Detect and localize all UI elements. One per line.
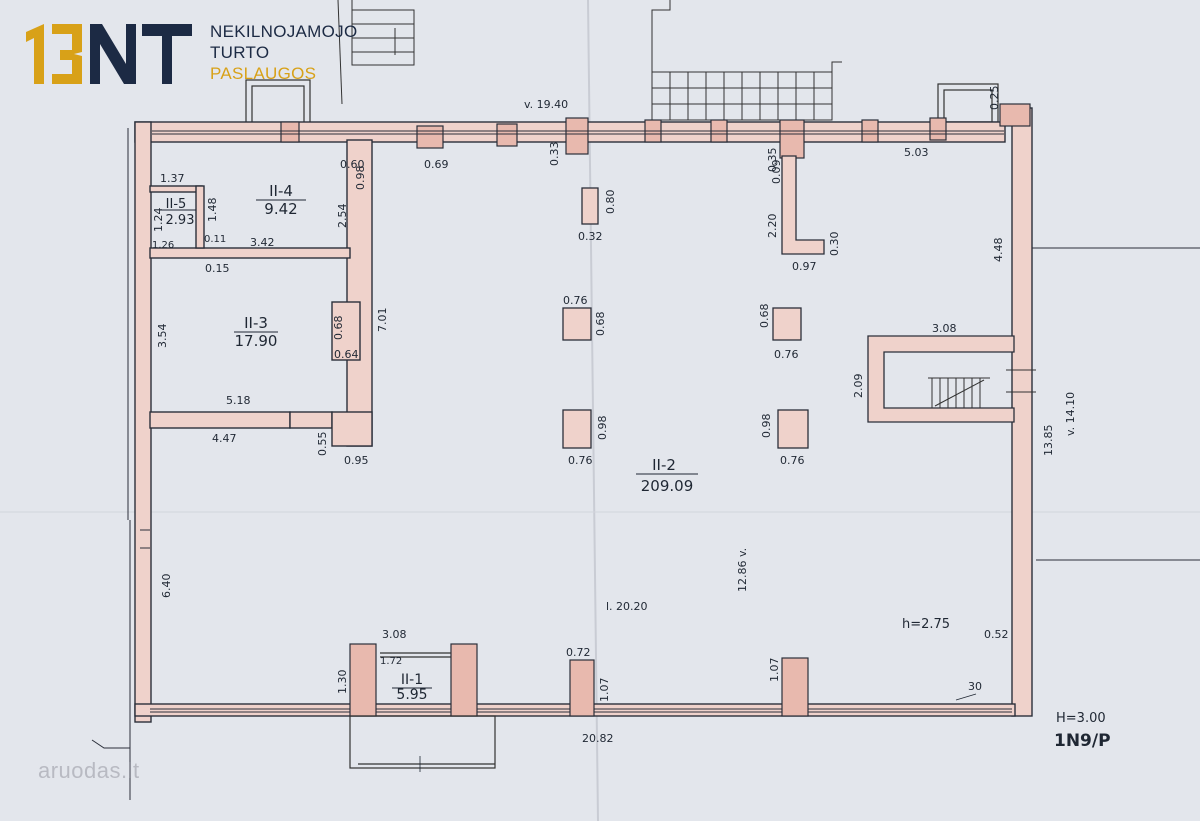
dim-25: 0.68 (758, 304, 771, 329)
dim-43: 12.86 v. (736, 548, 749, 592)
dim-27: 3.54 (156, 324, 169, 349)
dim-1: 0.69 (424, 158, 449, 171)
room-ii1-id: II-1 (401, 672, 423, 688)
dim-9: 1.24 (152, 208, 165, 233)
dim-39: 0.98 (760, 414, 773, 439)
dim-20: 0.30 (828, 232, 841, 257)
dim-44: l. 20.20 (606, 600, 648, 613)
stair-top-center (651, 0, 842, 121)
dim-13: 0.15 (205, 262, 230, 275)
room-height-note: h=2.75 (902, 617, 950, 632)
logo-line-2: TURTO (210, 43, 270, 62)
dim-48: 1.30 (336, 670, 349, 695)
logo-line-1: NEKILNOJAMOJO (210, 22, 358, 41)
dim-19: 2.20 (766, 214, 779, 239)
dim-12: 3.42 (250, 236, 275, 249)
dim-52: 0.52 (984, 628, 1009, 641)
dim-30: 0.64 (334, 348, 359, 361)
room-ii4-area: 9.42 (264, 200, 297, 218)
dim-32: 2.09 (852, 374, 865, 399)
company-logo: NEKILNOJAMOJO TURTO PASLAUGOS (22, 20, 382, 100)
dim-5: 5.03 (904, 146, 929, 159)
dim-42: v. 14.10 (1064, 392, 1077, 436)
dim-46: 3.08 (382, 628, 407, 641)
dim-35: 0.55 (316, 432, 329, 457)
room-ii4-id: II-4 (269, 182, 293, 200)
dim-17: 0.80 (604, 190, 617, 215)
dim-33: 5.18 (226, 394, 251, 407)
dim-29: 7.01 (376, 308, 389, 333)
dim-24: 0.68 (594, 312, 607, 337)
dim-22: 4.48 (992, 238, 1005, 263)
room-ii2-id: II-2 (652, 456, 676, 474)
dim-21: 0.97 (792, 260, 817, 273)
dim-14: 0.60 (340, 158, 365, 171)
dim-18: 0.32 (578, 230, 603, 243)
dim-4: 0.09 (770, 160, 783, 185)
dim-47: 1.72 (380, 656, 402, 667)
dim-36: 0.95 (344, 454, 369, 467)
dim-50: 1.07 (598, 678, 611, 703)
dim-26: 0.76 (774, 348, 799, 361)
dim-40: 0.76 (780, 454, 805, 467)
watermark: aruodas.lt (38, 758, 140, 783)
room-ii3-id: II-3 (244, 314, 268, 332)
dim-3: 0.35 (766, 148, 779, 173)
room-ii3-area: 17.90 (235, 332, 278, 350)
dim-28: 0.68 (332, 316, 345, 341)
dim-38: 0.76 (568, 454, 593, 467)
dim-0: v. 19.40 (524, 98, 568, 111)
building-height-note: H=3.00 (1056, 711, 1106, 726)
dim-7: 1.37 (160, 172, 185, 185)
dim-16: 2.54 (336, 204, 349, 229)
corner-note: 1N9/P (1054, 731, 1111, 751)
dim-53: 30 (968, 680, 982, 693)
dim-15: 0.98 (354, 166, 367, 191)
room-ii5-area: 2.93 (166, 213, 195, 228)
stairwell-right (867, 335, 1036, 423)
dim-6: 0.25 (988, 86, 1001, 111)
dim-10: 1.26 (152, 240, 174, 251)
dim-31: 3.08 (932, 322, 957, 335)
logo-line-3: PASLAUGOS (210, 64, 317, 83)
dim-49: 0.72 (566, 646, 591, 659)
dim-41: 13.85 (1042, 425, 1055, 457)
dim-23: 0.76 (563, 294, 588, 307)
dim-37: 0.98 (596, 416, 609, 441)
room-ii2-area: 209.09 (641, 477, 694, 495)
logo-13nt-icon (26, 24, 192, 84)
dim-45: 6.40 (160, 574, 173, 599)
dim-51: 1.07 (768, 658, 781, 683)
dim-54: 20.82 (582, 732, 614, 745)
dim-2: 0.33 (548, 142, 561, 167)
dim-8: 1.48 (206, 198, 219, 223)
room-ii5-id: II-5 (166, 197, 187, 212)
dim-34: 4.47 (212, 432, 237, 445)
stair-top-left (337, 0, 415, 105)
dim-11: 0.11 (204, 234, 226, 245)
room-ii1-area: 5.95 (396, 687, 427, 703)
